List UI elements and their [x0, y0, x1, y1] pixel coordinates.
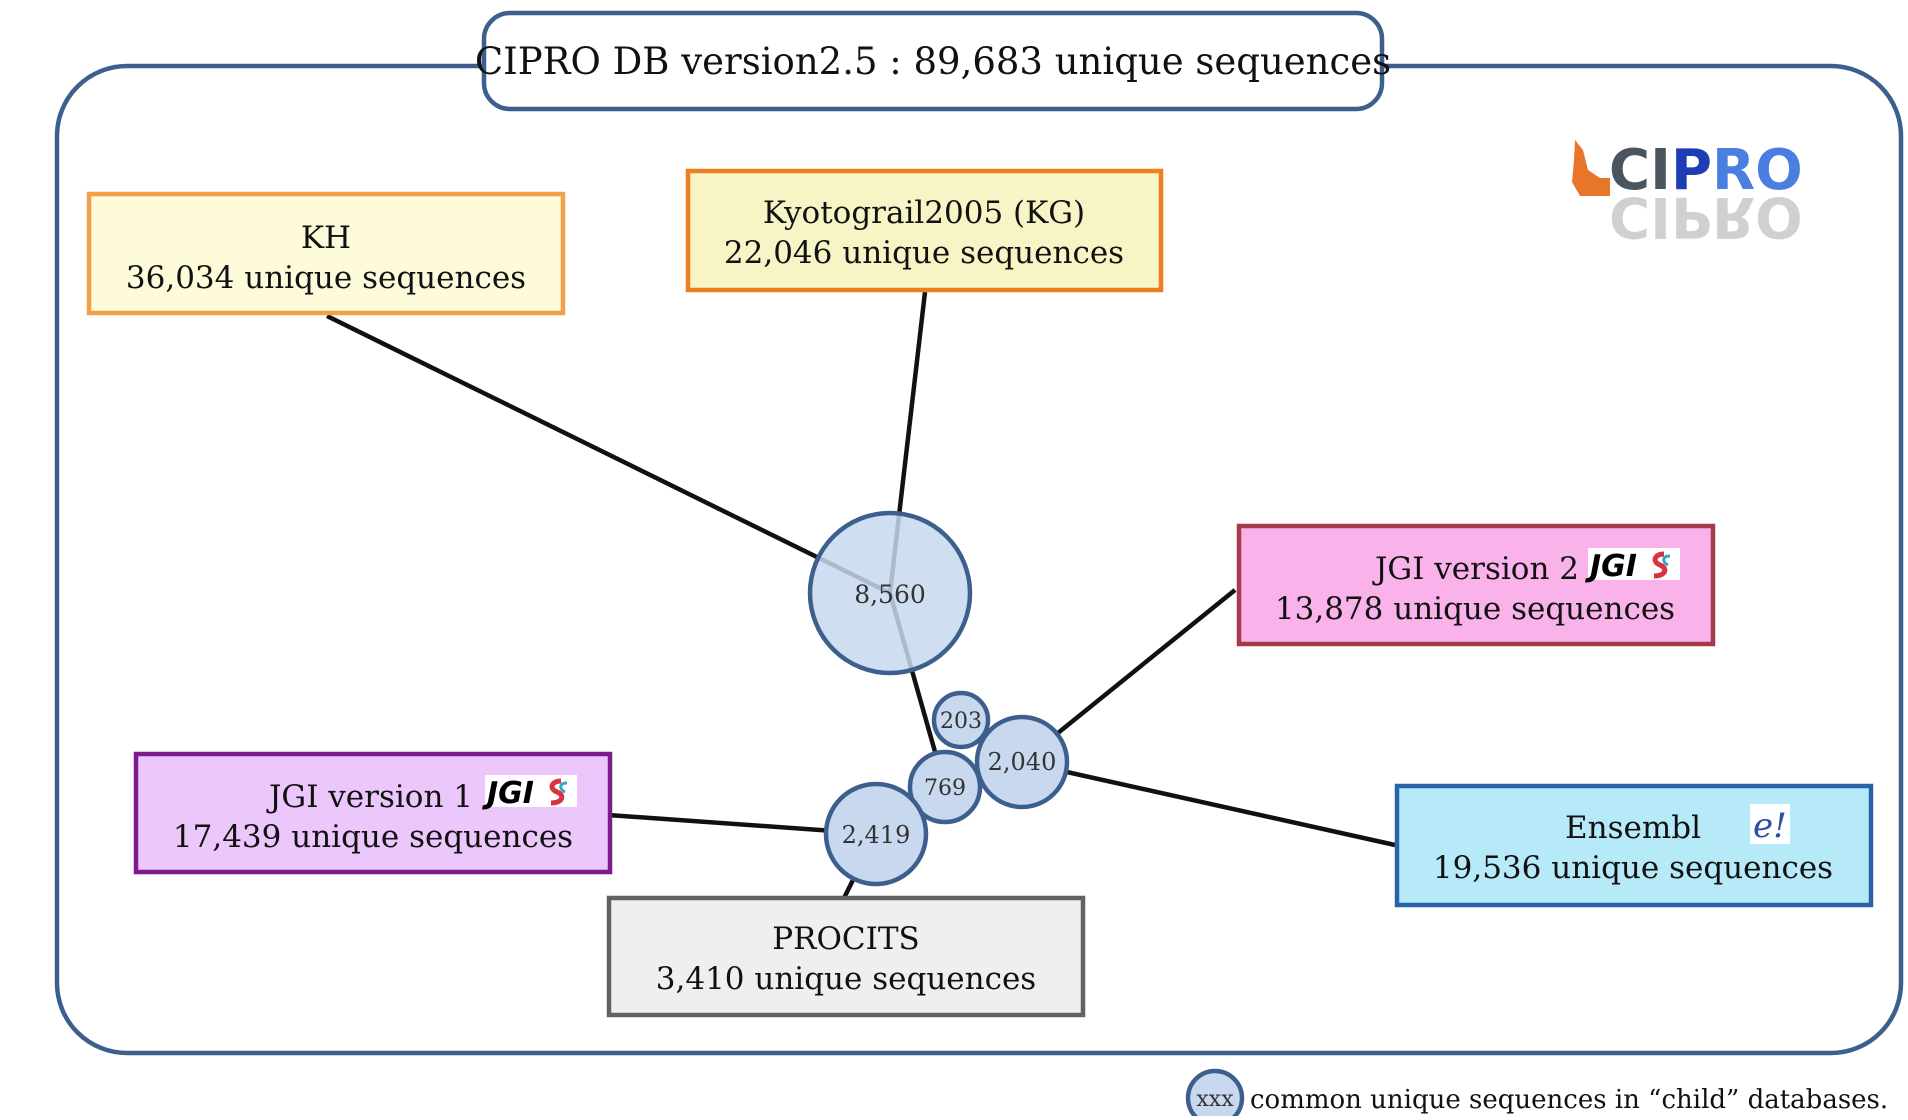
legend-symbol-label: xxx — [1196, 1087, 1234, 1112]
line-ensembl — [1021, 759, 1396, 848]
box-procits: PROCITS 3,410 unique sequences — [606, 895, 1086, 1018]
kh-name: KH — [301, 220, 351, 256]
node-2040: 2,040 — [974, 714, 1070, 810]
svg-text:JGI: JGI — [1585, 549, 1637, 584]
box-ensembl: Ensembl e! 19,536 unique sequences — [1394, 783, 1874, 908]
ensembl-logo-icon: e! — [1750, 804, 1790, 846]
overlap-nodes: 8,560 203 769 2,040 2,419 — [807, 510, 1070, 887]
node-203: 203 — [931, 690, 991, 750]
diagram-title: CIPRO DB version2.5 : 89,683 unique sequ… — [475, 40, 1391, 83]
jgi1-count: 17,439 unique sequences — [173, 819, 573, 855]
node-769: 769 — [907, 749, 983, 825]
box-jgi2: JGI version 2 JGI 13,878 unique sequence… — [1236, 523, 1716, 647]
logo-reflection: CIPRO — [1609, 184, 1803, 249]
svg-text:CIPRO: CIPRO — [1609, 138, 1803, 203]
node-2419-label: 2,419 — [842, 821, 911, 849]
jgi2-name: JGI version 2 — [1372, 551, 1579, 587]
kg-name: Kyotograil2005 (KG) — [763, 195, 1085, 231]
svg-text:JGI: JGI — [482, 776, 534, 811]
logo-ci: CI — [1609, 138, 1671, 203]
jgi1-name: JGI version 1 — [266, 779, 473, 815]
jgi2-count: 13,878 unique sequences — [1275, 591, 1675, 627]
box-kh: KH 36,034 unique sequences — [86, 191, 566, 316]
node-8560: 8,560 — [807, 510, 973, 676]
ensembl-count: 19,536 unique sequences — [1433, 850, 1833, 886]
legend-text: common unique sequences in “child” datab… — [1250, 1085, 1888, 1115]
legend: xxx common unique sequences in “child” d… — [1185, 1068, 1888, 1120]
procits-count: 3,410 unique sequences — [656, 961, 1036, 997]
node-2040-label: 2,040 — [988, 748, 1057, 776]
box-jgi1: JGI version 1 JGI 17,439 unique sequence… — [133, 751, 613, 875]
cipro-logo: CIPRO CIPRO — [1572, 138, 1803, 249]
kh-count: 36,034 unique sequences — [126, 260, 526, 296]
svg-text:e!: e! — [1753, 806, 1787, 846]
node-2419: 2,419 — [823, 781, 929, 887]
line-kh — [326, 313, 891, 596]
node-8560-label: 8,560 — [854, 580, 926, 609]
legend-symbol — [1185, 1068, 1245, 1120]
box-kg: Kyotograil2005 (KG) 22,046 unique sequen… — [685, 168, 1164, 293]
jgi-logo-icon: JGI — [482, 775, 577, 811]
kg-count: 22,046 unique sequences — [724, 235, 1124, 271]
procits-name: PROCITS — [772, 921, 920, 957]
jgi-logo-icon: JGI — [1585, 548, 1680, 584]
ensembl-name: Ensembl — [1565, 810, 1701, 846]
logo-ro: RO — [1712, 138, 1803, 203]
node-769-label: 769 — [924, 776, 966, 801]
title-box — [481, 10, 1385, 112]
cipro-mark-icon — [1572, 140, 1610, 196]
logo-p: P — [1671, 138, 1712, 203]
node-203-label: 203 — [940, 709, 982, 734]
